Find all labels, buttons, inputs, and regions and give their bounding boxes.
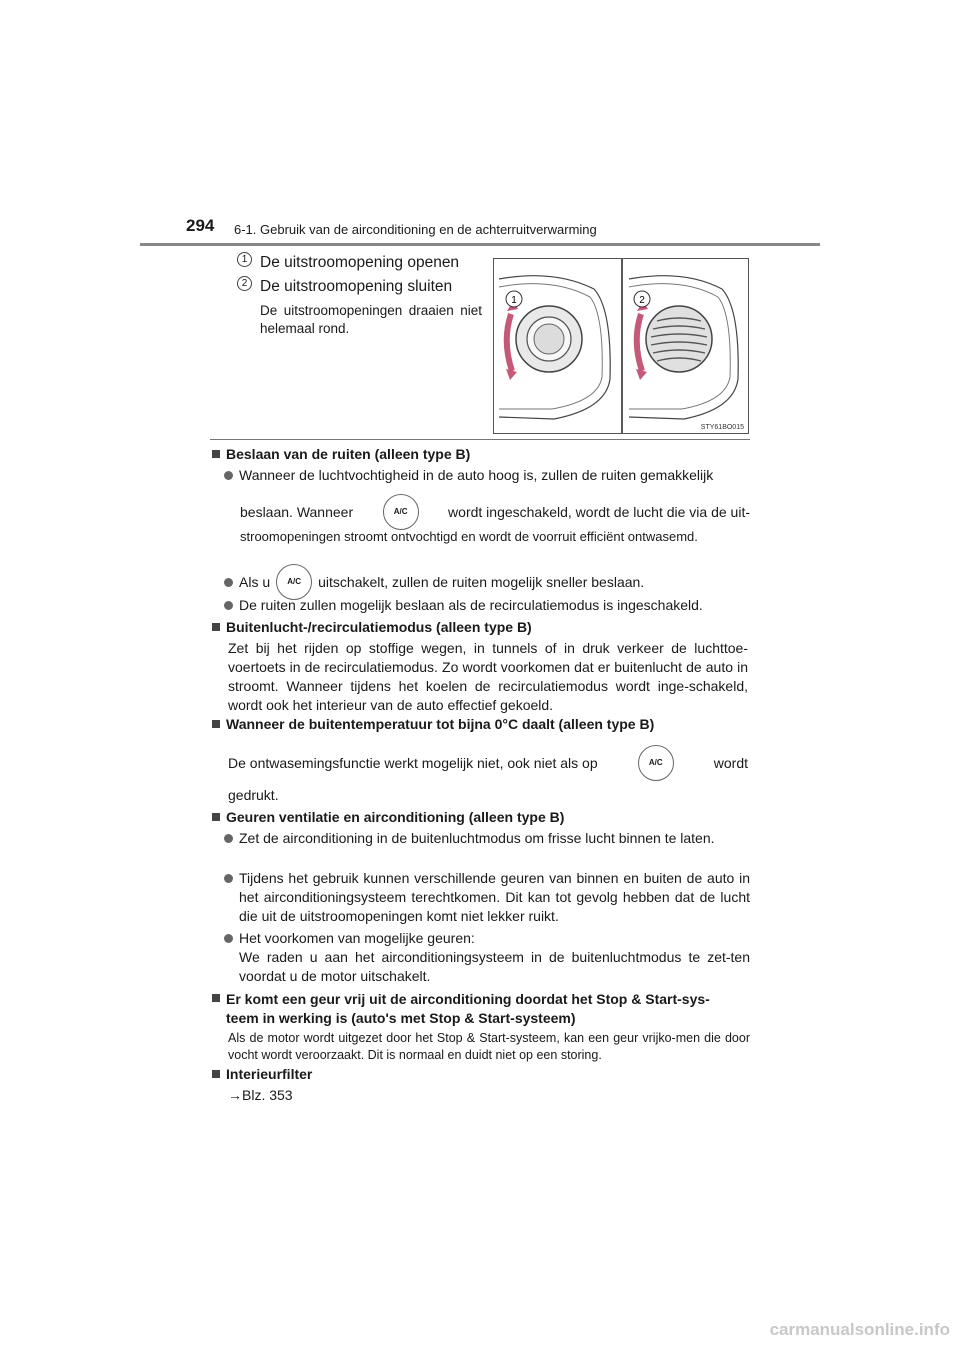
stop-start-body: Als de motor wordt uitgezet door het Sto… bbox=[228, 1031, 750, 1062]
round-bullet-icon bbox=[224, 577, 233, 587]
bullet-fogging-1b: beslaan. Wanneer A/C wordt ingeschakeld,… bbox=[240, 494, 750, 530]
bullet-fogging-2: Als u A/C uitschakelt, zullen de ruiten … bbox=[224, 564, 644, 600]
section-heading-recirculation: Buitenlucht-/recirculatiemodus (alleen t… bbox=[212, 619, 532, 635]
square-bullet-icon bbox=[212, 813, 220, 821]
square-bullet-icon bbox=[212, 994, 220, 1002]
ac-button-icon: A/C bbox=[276, 564, 313, 600]
section-heading-stop-start: Er komt een geur vrij uit de airconditio… bbox=[212, 990, 710, 1028]
bullet-odors-1: Zet de airconditioning in de buitenlucht… bbox=[224, 829, 750, 848]
ac-button-icon: A/C bbox=[382, 494, 419, 530]
bullet-odors-3: Het voorkomen van mogelijke geuren:We ra… bbox=[224, 929, 750, 986]
round-bullet-icon bbox=[224, 874, 233, 883]
square-bullet-icon bbox=[212, 623, 220, 631]
low-temp-line-end: gedrukt. bbox=[228, 787, 279, 803]
round-bullet-icon bbox=[224, 934, 233, 943]
recirculation-body: Zet bij het rijden op stoffige wegen, in… bbox=[228, 640, 748, 713]
square-bullet-icon bbox=[212, 450, 220, 458]
section-heading-cabin-filter: Interieurfilter bbox=[212, 1066, 312, 1082]
round-bullet-icon bbox=[224, 471, 233, 480]
figure-label-1: 1 bbox=[511, 295, 517, 306]
bullet-odors-2: Tijdens het gebruik kunnen verschillende… bbox=[224, 869, 750, 926]
vent-illustration: 1 2 STY61BO015 bbox=[493, 258, 749, 434]
step-text-1: De uitstroomopening openen bbox=[260, 254, 460, 271]
section-heading-odors: Geuren ventilatie en airconditioning (al… bbox=[212, 809, 564, 825]
section-heading-fogging: Beslaan van de ruiten (alleen type B) bbox=[212, 446, 470, 462]
round-bullet-icon bbox=[224, 834, 233, 843]
page-number: 294 bbox=[186, 216, 215, 235]
cabin-filter-page-ref[interactable]: →Blz. 353 bbox=[228, 1087, 293, 1103]
figure-label-2: 2 bbox=[639, 295, 645, 306]
square-bullet-icon bbox=[212, 720, 220, 728]
figure-separator bbox=[210, 439, 750, 440]
step-text-2: De uitstroomopening sluiten bbox=[260, 278, 453, 295]
step-number-1: 1 bbox=[237, 252, 252, 267]
bullet-fogging-3: De ruiten zullen mogelijk beslaan als de… bbox=[224, 596, 703, 615]
figure-code: STY61BO015 bbox=[701, 424, 744, 431]
steps-note: De uitstroomopeningen draaien niet helem… bbox=[260, 303, 482, 336]
low-temp-line: De ontwasemingsfunctie werkt mogelijk ni… bbox=[228, 745, 748, 781]
round-bullet-icon bbox=[224, 601, 233, 610]
step-number-2: 2 bbox=[237, 276, 252, 291]
header-rule bbox=[140, 243, 820, 246]
ac-button-icon: A/C bbox=[637, 745, 674, 781]
section-heading-low-temp: Wanneer de buitentemperatuur tot bijna 0… bbox=[212, 716, 654, 732]
site-watermark: carmanualsonline.info bbox=[769, 1320, 950, 1339]
chapter-title: 6-1. Gebruik van de airconditioning en d… bbox=[234, 222, 597, 237]
bullet-fogging-1a: Wanneer de luchtvochtigheid in de auto h… bbox=[224, 466, 713, 485]
bullet-fogging-1d: stroomopeningen stroomt ontvochtigd en w… bbox=[240, 529, 698, 544]
vent-illustration-svg: 1 2 STY61BO015 bbox=[498, 259, 744, 433]
square-bullet-icon bbox=[212, 1070, 220, 1078]
